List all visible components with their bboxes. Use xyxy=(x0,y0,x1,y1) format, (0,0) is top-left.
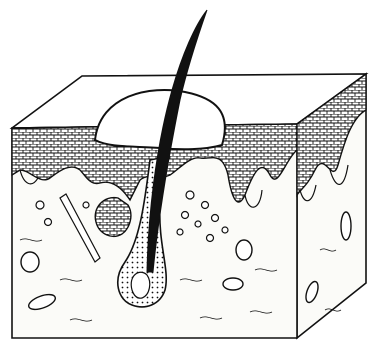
sebaceous-gland xyxy=(95,198,131,237)
hair-papilla xyxy=(131,272,150,298)
